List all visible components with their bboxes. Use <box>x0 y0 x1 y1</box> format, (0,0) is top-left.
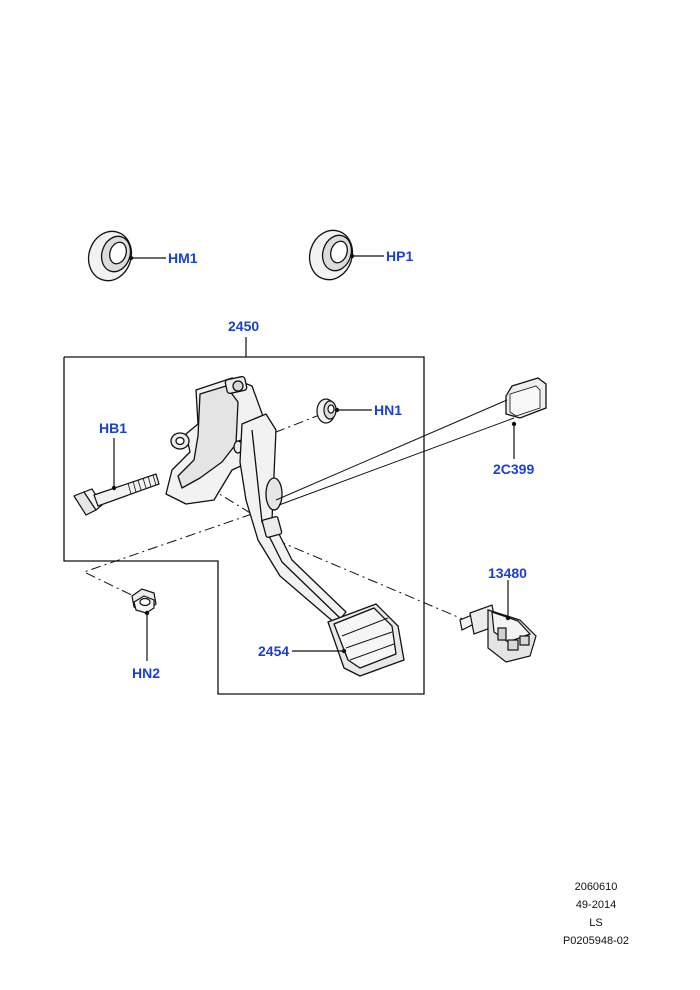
arm-switch-tab <box>261 516 283 538</box>
leader-dot-hn1 <box>334 407 340 413</box>
drawing-reference: P0205948-02 <box>563 935 629 947</box>
leader-dot-hm1 <box>128 255 134 261</box>
bolt-hb1[interactable] <box>73 473 160 516</box>
drawing-number: 2060610 <box>575 881 618 893</box>
callout-assembly-2450[interactable]: 2450 <box>228 318 259 334</box>
drawing-info: 2060610 49-2014 LS P0205948-02 <box>563 881 629 947</box>
leader-dot-13480 <box>505 615 511 621</box>
pedal-bracket-plate <box>177 385 239 489</box>
bracket-top-bolt <box>232 380 244 392</box>
leader-dot-2c399 <box>511 421 517 427</box>
pedal-arm <box>239 413 347 625</box>
pedal-pad-top <box>333 607 397 669</box>
switch-13480[interactable] <box>459 604 537 663</box>
callout-pedal-2454[interactable]: 2454 <box>258 643 289 659</box>
callout-hn1[interactable]: HN1 <box>374 402 402 418</box>
callout-hp1[interactable]: HP1 <box>386 248 413 264</box>
callout-hb1[interactable]: HB1 <box>99 420 127 436</box>
callout-cover-2c399[interactable]: 2C399 <box>493 461 534 477</box>
bracket-boss-hole <box>175 436 185 446</box>
pedal-pad-ribs <box>341 617 395 661</box>
pedal-arm-edge <box>251 429 341 619</box>
drawing-model: LS <box>589 917 602 929</box>
leader-dot-hb1 <box>111 485 117 491</box>
arm-round-boss <box>265 477 283 511</box>
leader-dot-hn2 <box>144 610 150 616</box>
leader-dot-2454 <box>341 648 347 654</box>
pedal-assembly[interactable] <box>165 375 405 677</box>
cover-2c399[interactable] <box>505 377 547 419</box>
grommet-hp1[interactable] <box>303 225 358 286</box>
cover-guide-lines <box>275 399 515 506</box>
drawing-date: 49-2014 <box>576 899 616 911</box>
assembly-outline <box>63 356 425 695</box>
callout-hn2[interactable]: HN2 <box>132 665 160 681</box>
grommet-hm1[interactable] <box>82 226 137 287</box>
nut-hn1[interactable] <box>316 398 337 424</box>
leader-dot-hp1 <box>349 253 355 259</box>
callout-switch-13480[interactable]: 13480 <box>488 565 527 581</box>
nut-hn2[interactable] <box>131 588 157 614</box>
callout-hm1[interactable]: HM1 <box>168 250 198 266</box>
